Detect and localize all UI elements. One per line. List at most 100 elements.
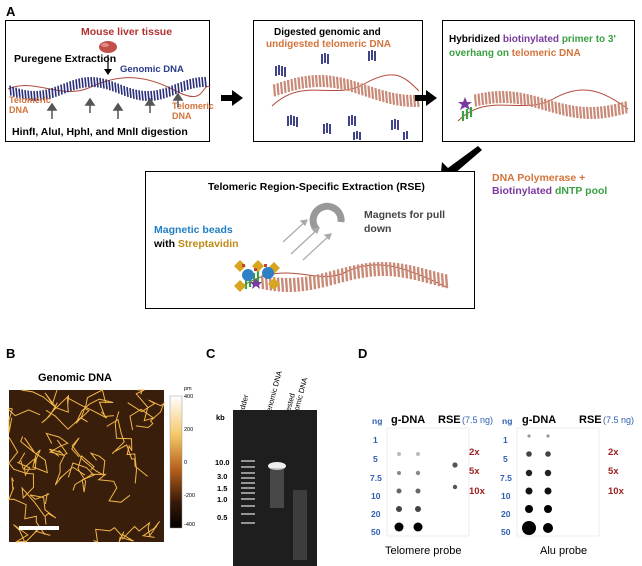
dna-rung bbox=[491, 91, 495, 104]
dna-rung bbox=[311, 75, 315, 88]
right-blot bbox=[516, 427, 600, 537]
dna-rung bbox=[297, 77, 301, 90]
dna-rung bbox=[156, 89, 159, 101]
down-arrow-icon bbox=[104, 55, 112, 75]
dna-strand bbox=[72, 473, 131, 503]
dna-rung bbox=[192, 78, 195, 89]
dntp-pool-word: dNTP pool bbox=[555, 185, 608, 197]
dna-rung bbox=[339, 77, 343, 90]
dna-strand bbox=[67, 455, 95, 493]
dna-rung bbox=[290, 78, 294, 92]
right-amount-10: 10 bbox=[501, 491, 511, 501]
dna-rung bbox=[63, 83, 66, 94]
dna-rung bbox=[316, 274, 321, 289]
biotinylated-dntp-word: Biotinylated bbox=[492, 185, 553, 197]
dna-rung bbox=[568, 104, 572, 118]
dna-rung bbox=[325, 75, 329, 88]
colorbar-tick-5: -400 bbox=[184, 522, 196, 528]
step2-box: Digested genomic and undigested telomeri… bbox=[253, 20, 423, 142]
dna-rung bbox=[540, 97, 544, 110]
hybridized-dna-illustration bbox=[457, 89, 629, 122]
dna-rung bbox=[561, 103, 565, 116]
telomeric-dna-word: telomeric DNA bbox=[511, 48, 581, 59]
afm-title: Genomic DNA bbox=[38, 372, 112, 384]
dna-rung bbox=[335, 76, 340, 89]
dna-rung bbox=[27, 90, 30, 101]
gel-image bbox=[233, 410, 317, 566]
puregene-label: Puregene Extraction bbox=[14, 53, 117, 65]
left-amount-7-5: 7.5 bbox=[370, 473, 382, 483]
dna-rung bbox=[522, 93, 527, 106]
primer-word: primer to 3' bbox=[561, 34, 616, 45]
dna-rung bbox=[102, 78, 105, 89]
dna-strand bbox=[45, 432, 69, 457]
dna-rung bbox=[123, 85, 126, 96]
dna-rung bbox=[404, 264, 409, 279]
dna-strand bbox=[16, 452, 37, 477]
dna-rung bbox=[384, 261, 389, 277]
dna-rung bbox=[332, 270, 337, 285]
dna-rung bbox=[400, 263, 405, 278]
dna-rung bbox=[93, 77, 96, 88]
dna-rung bbox=[477, 93, 481, 106]
afm-colorbar bbox=[169, 395, 183, 529]
left-blot bbox=[386, 427, 470, 537]
cut-site-arrows bbox=[46, 92, 184, 119]
dna-rung bbox=[349, 80, 354, 93]
polymerase-label-line2: Biotinylated dNTP pool bbox=[492, 185, 607, 197]
dna-strand bbox=[75, 398, 114, 424]
dna-rung bbox=[388, 91, 392, 105]
colorbar-tick-3: 0 bbox=[184, 460, 188, 466]
dna-rung bbox=[24, 90, 27, 101]
dna-rung bbox=[296, 277, 301, 292]
dna-rung bbox=[554, 101, 558, 114]
dna-rung bbox=[171, 85, 174, 96]
step1-box: Mouse liver tissue Puregene Extraction G… bbox=[5, 20, 214, 142]
dna-rung bbox=[320, 273, 325, 288]
dna-rung bbox=[501, 90, 506, 104]
dna-rung bbox=[279, 81, 284, 95]
dna-rung bbox=[508, 91, 513, 104]
left-amount-10: 10 bbox=[371, 491, 381, 501]
dna-rung bbox=[284, 277, 289, 293]
dna-rung bbox=[183, 80, 186, 91]
dna-rung bbox=[54, 86, 57, 97]
right-amount-20: 20 bbox=[501, 509, 511, 519]
dna-rung bbox=[96, 77, 99, 88]
panel-letter-b: B bbox=[6, 346, 16, 361]
dna-strand bbox=[93, 527, 134, 543]
mouse-liver-label: Mouse liver tissue bbox=[81, 26, 173, 38]
rse-dna-illustration bbox=[240, 261, 449, 293]
dna-rung bbox=[603, 105, 607, 119]
bead-cluster-icon bbox=[234, 260, 280, 292]
dna-rung bbox=[353, 81, 357, 94]
streptavidin-line: with Streptavidin bbox=[154, 238, 239, 250]
dna-rung bbox=[440, 273, 445, 288]
dna-strand bbox=[127, 399, 166, 429]
dna-rung bbox=[473, 94, 478, 107]
biotinylated-word: biotinylated bbox=[502, 34, 560, 45]
dna-rung bbox=[201, 76, 204, 88]
dna-rung bbox=[189, 78, 192, 90]
dna-rung bbox=[409, 94, 413, 108]
dna-rung bbox=[283, 80, 287, 94]
dna-strand bbox=[20, 436, 48, 474]
rse-box: Telomeric Region-Specific Extraction (RS… bbox=[145, 171, 475, 309]
dna-rung bbox=[533, 95, 537, 108]
dna-rung bbox=[589, 106, 593, 120]
genomic-dna-label: Genomic DNA bbox=[120, 64, 184, 75]
left-mult-10x: 10x bbox=[469, 486, 485, 497]
dna-rung bbox=[272, 84, 277, 97]
panel-letter-d: D bbox=[358, 346, 368, 361]
colorbar-tick-2: 200 bbox=[184, 427, 194, 433]
dna-rung bbox=[36, 90, 39, 101]
dna-rung bbox=[328, 271, 333, 286]
streptavidin-word: Streptavidin bbox=[177, 238, 239, 250]
kb-label: kb bbox=[216, 413, 225, 422]
dna-rung bbox=[15, 87, 18, 98]
left-rse-amount: (7.5 ng) bbox=[462, 415, 494, 425]
dna-rung bbox=[180, 81, 183, 93]
right-mult-5x: 5x bbox=[608, 466, 619, 477]
dna-rung bbox=[260, 275, 265, 290]
dna-rung bbox=[367, 85, 371, 98]
